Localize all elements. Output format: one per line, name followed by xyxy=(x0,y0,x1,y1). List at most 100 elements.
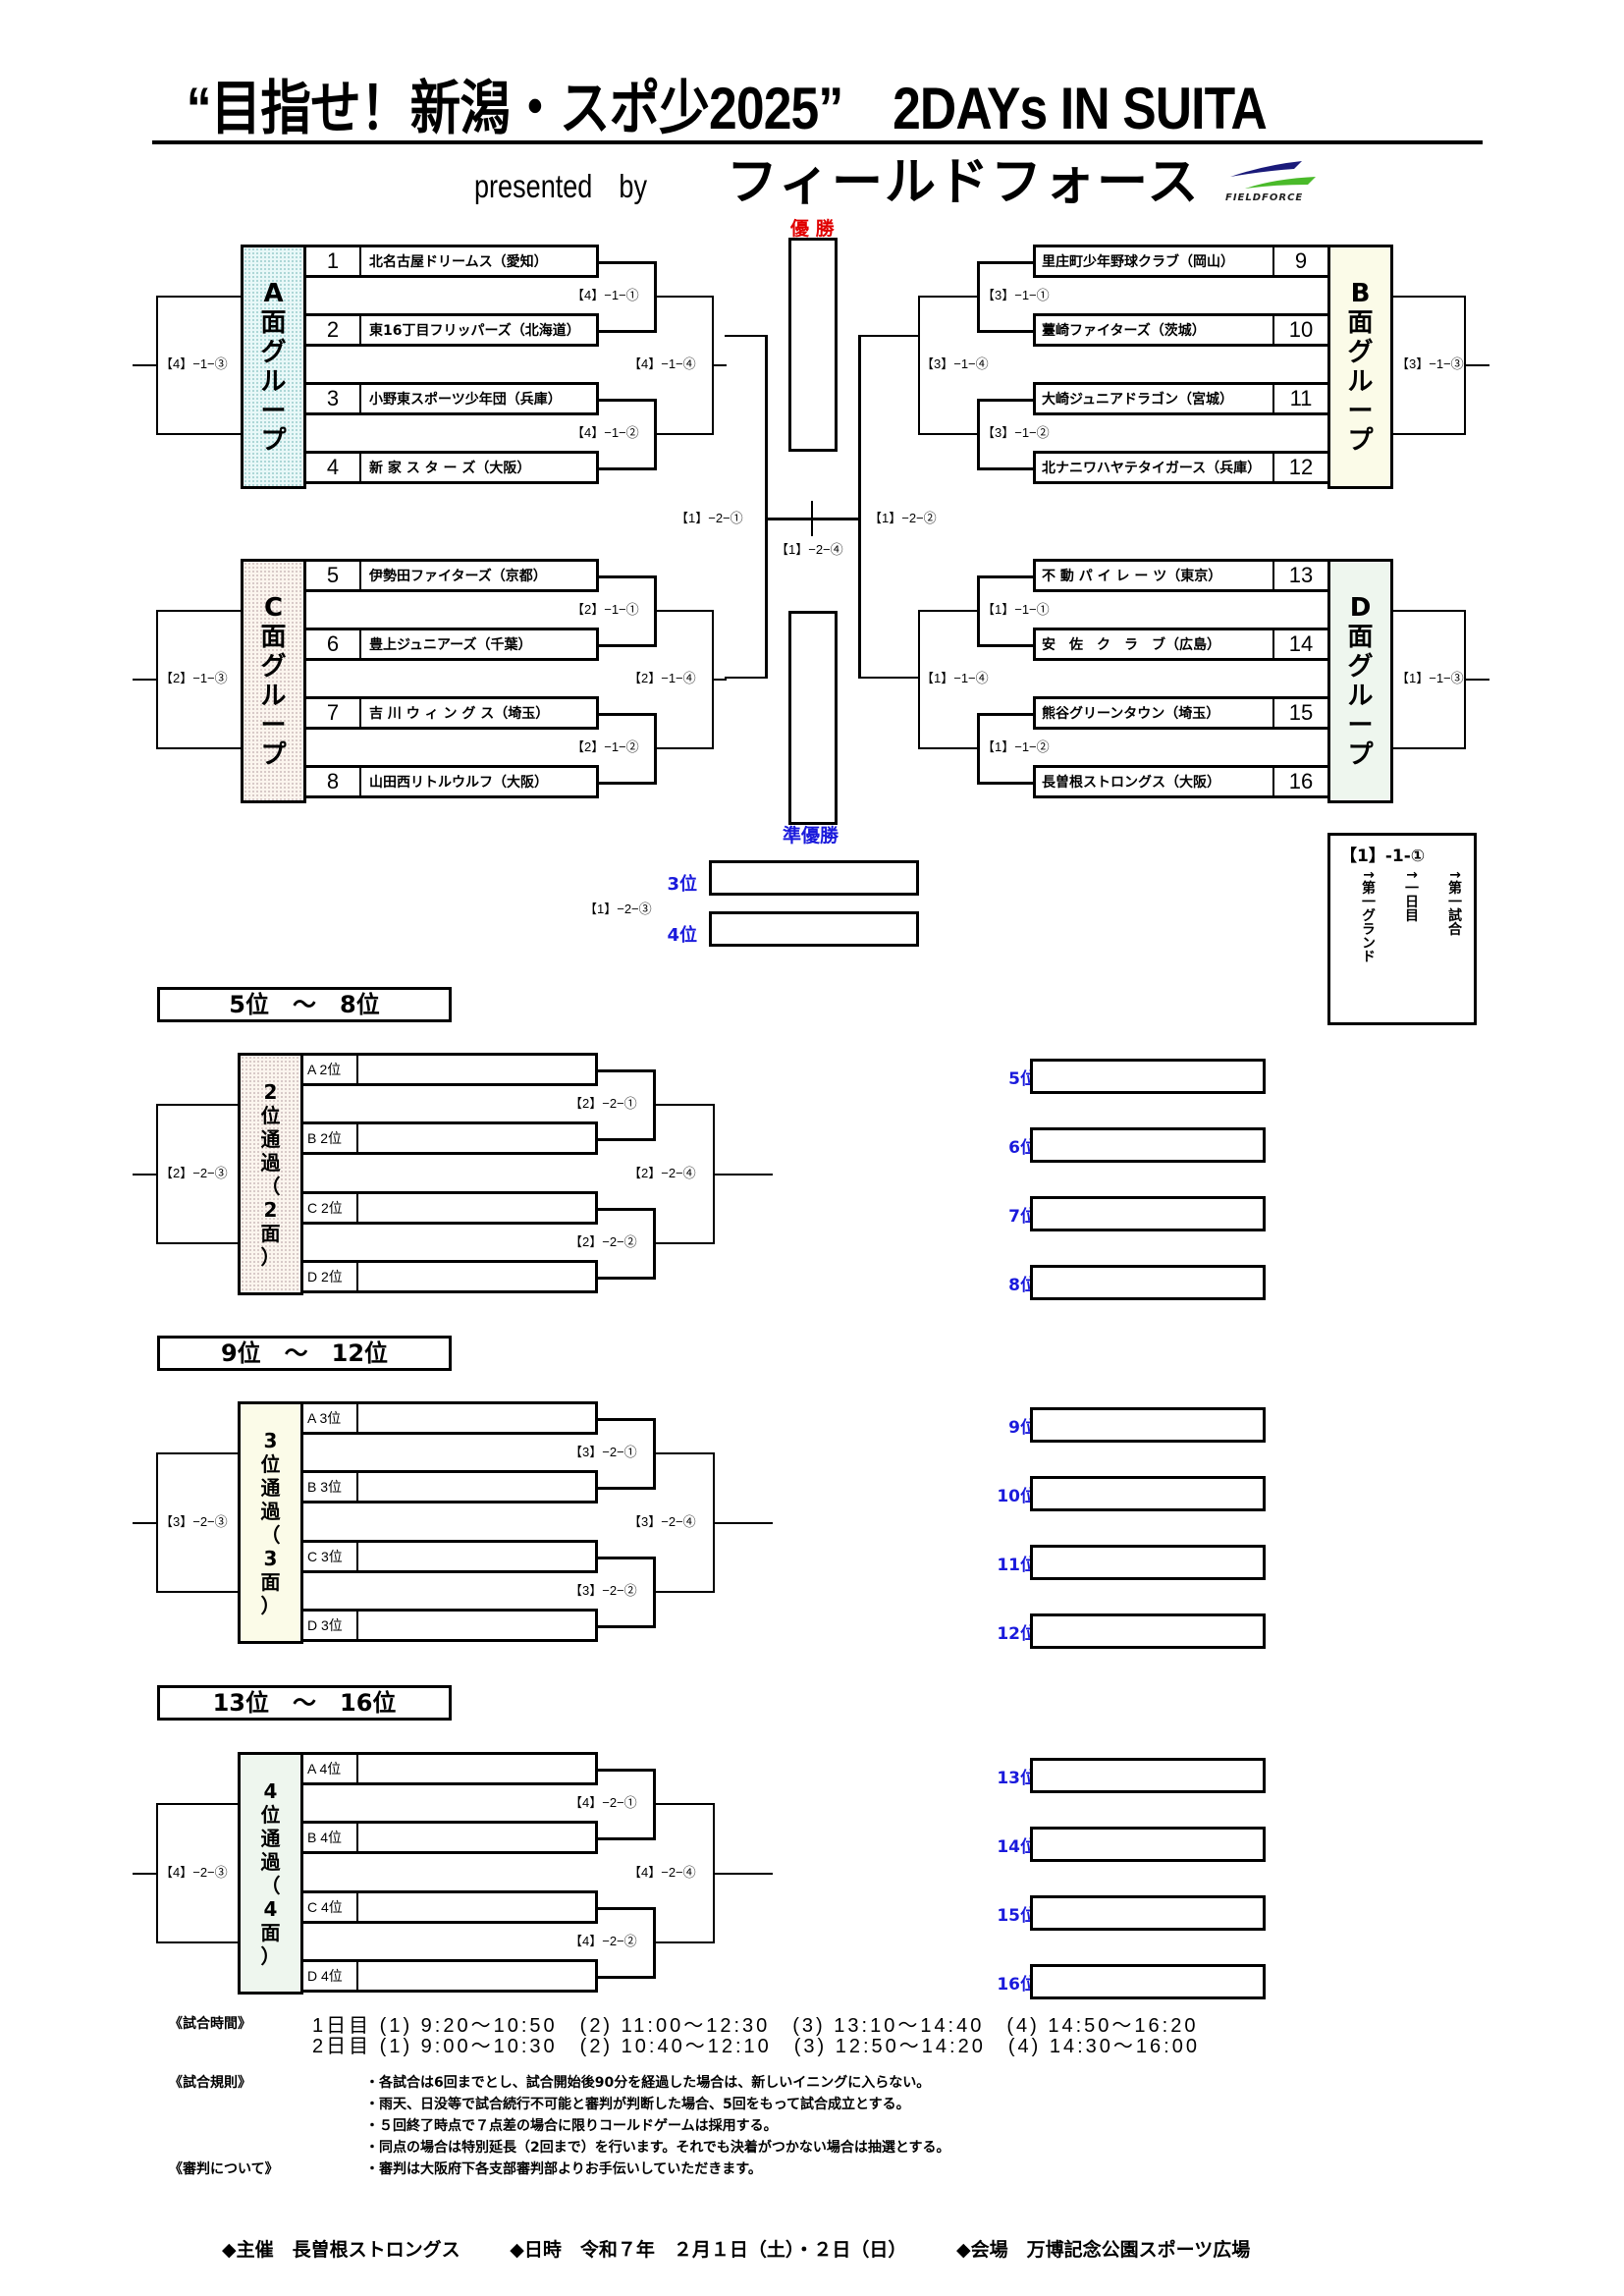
bracket-line xyxy=(714,1872,773,1875)
bracket-line xyxy=(597,575,656,578)
match-label-semi-right: 【1】−2−② xyxy=(869,511,937,526)
team-seed: 3 xyxy=(306,385,361,412)
footer-date: ◆日時 令和７年 ２月１日（土）・２日（日） xyxy=(510,2239,907,2261)
bracket-line xyxy=(1393,610,1465,612)
place-result-box[interactable] xyxy=(1030,1545,1266,1580)
placement-slot[interactable]: D 3位 xyxy=(300,1609,598,1642)
bracket-line xyxy=(596,1625,655,1628)
placement-slot[interactable]: B 4位 xyxy=(300,1821,598,1854)
place-label: 16位 xyxy=(997,1975,1037,1995)
group-label-char: 2 xyxy=(263,1079,278,1104)
placement-slot[interactable]: A 2位 xyxy=(300,1053,598,1086)
bracket-line xyxy=(157,1452,239,1454)
placement-slot[interactable]: B 2位 xyxy=(300,1121,598,1155)
place-result-box[interactable] xyxy=(1030,1059,1266,1094)
placement-slot[interactable]: C 4位 xyxy=(300,1890,598,1924)
match-label: 【4】−2−① xyxy=(569,1795,637,1811)
bracket-line xyxy=(156,1452,158,1593)
place-result-box[interactable] xyxy=(1030,1758,1266,1793)
bracket-line xyxy=(157,1941,239,1943)
team-slot[interactable]: 大崎ジュニアドラゴン（宮城）11 xyxy=(1033,382,1330,415)
placement-team-name[interactable] xyxy=(358,1962,595,1990)
fourth-place-label: 4位 xyxy=(667,925,697,946)
runner-up-box[interactable] xyxy=(788,611,838,825)
place-result-box[interactable] xyxy=(1030,1265,1266,1300)
placement-team-name[interactable] xyxy=(358,1824,595,1851)
placement-slot[interactable]: C 3位 xyxy=(300,1540,598,1573)
umpires-text: ・審判は大阪府下各支部審判部よりお手伝いしていただきます。 xyxy=(365,2161,762,2177)
match-label-third-place: 【1】−2−③ xyxy=(584,902,652,917)
bracket-line xyxy=(977,575,980,647)
team-slot[interactable]: 不 動 パ イ レ ー ツ（東京）13 xyxy=(1033,559,1330,592)
champion-box[interactable] xyxy=(788,238,838,452)
bracket-line xyxy=(977,575,1034,578)
runner-up-label: 準優勝 xyxy=(783,825,839,847)
bracket-line xyxy=(655,1591,714,1593)
placement-team-name[interactable] xyxy=(358,1612,595,1639)
place-result-box[interactable] xyxy=(1030,1613,1266,1649)
bracket-line xyxy=(655,1452,714,1454)
fourth-place-box[interactable] xyxy=(709,911,919,947)
placement-slot[interactable]: D 2位 xyxy=(300,1260,598,1293)
placement-slot[interactable]: A 3位 xyxy=(300,1401,598,1435)
bracket-line xyxy=(655,1941,714,1943)
bracket-line xyxy=(156,610,158,749)
group-label-char: 面 xyxy=(260,1920,281,1944)
placement-slot[interactable]: A 4位 xyxy=(300,1752,598,1785)
placement-slot[interactable]: C 2位 xyxy=(300,1191,598,1225)
team-name: 伊勢田ファイターズ（京都） xyxy=(369,569,547,584)
group-label-char: 面 xyxy=(1347,307,1374,338)
place-result-box[interactable] xyxy=(1030,1827,1266,1862)
place-result-box[interactable] xyxy=(1030,1127,1266,1163)
placement-team-name[interactable] xyxy=(358,1194,595,1222)
placement-team-name[interactable] xyxy=(358,1543,595,1570)
placement-slot[interactable]: B 3位 xyxy=(300,1470,598,1503)
placement-team-name[interactable] xyxy=(358,1124,595,1152)
placement-team-name[interactable] xyxy=(358,1755,595,1782)
bracket-line xyxy=(654,713,657,785)
placement-slot[interactable]: D 4位 xyxy=(300,1959,598,1993)
placement-team-name[interactable] xyxy=(358,1404,595,1432)
place-result-box[interactable] xyxy=(1030,1895,1266,1931)
team-slot[interactable]: 3 小野東スポーツ少年団（兵庫） xyxy=(303,382,599,415)
group-label-char: プ xyxy=(1347,425,1374,456)
place-result-box[interactable] xyxy=(1030,1196,1266,1231)
third-place-box[interactable] xyxy=(709,860,919,896)
team-slot[interactable]: 熊谷グリーンタウン（埼玉）15 xyxy=(1033,696,1330,730)
team-seed: 14 xyxy=(1272,630,1327,658)
place-result-box[interactable] xyxy=(1030,1407,1266,1443)
team-slot[interactable]: 長曽根ストロングス（大阪）16 xyxy=(1033,765,1330,798)
placement-team-name[interactable] xyxy=(358,1263,595,1290)
group-label-char: 通 xyxy=(260,1826,281,1850)
bracket-line xyxy=(919,610,978,612)
team-name: 小野東スポーツ少年団（兵庫） xyxy=(369,392,562,408)
team-seed: 10 xyxy=(1272,316,1327,344)
placement-team-name[interactable] xyxy=(358,1056,595,1083)
team-slot[interactable]: 安 佐 ク ラ ブ（広島）14 xyxy=(1033,628,1330,661)
placement-seed: A 4位 xyxy=(303,1755,358,1782)
team-slot[interactable]: 北ナニワハヤテタイガース（兵庫）12 xyxy=(1033,451,1330,484)
team-name: 熊谷グリーンタウン（埼玉） xyxy=(1042,706,1220,722)
group-label-char: グ xyxy=(1347,651,1374,682)
legend-game: ↑第一試合 xyxy=(1446,869,1462,936)
match-label: 【2】−2−③ xyxy=(160,1165,228,1181)
team-slot[interactable]: 薹崎ファイターズ（茨城） 10 xyxy=(1033,313,1330,347)
team-name: 薹崎ファイターズ（茨城） xyxy=(1042,323,1206,339)
place-result-box[interactable] xyxy=(1030,1476,1266,1511)
placement-team-name[interactable] xyxy=(358,1473,595,1501)
team-slot[interactable]: 里庄町少年野球クラブ（岡山）9 xyxy=(1033,245,1330,278)
bracket-line xyxy=(919,433,978,435)
umpires-label: 《審判について》 xyxy=(169,2161,279,2177)
place-result-box[interactable] xyxy=(1030,1964,1266,1999)
placement-team-name[interactable] xyxy=(358,1893,595,1921)
